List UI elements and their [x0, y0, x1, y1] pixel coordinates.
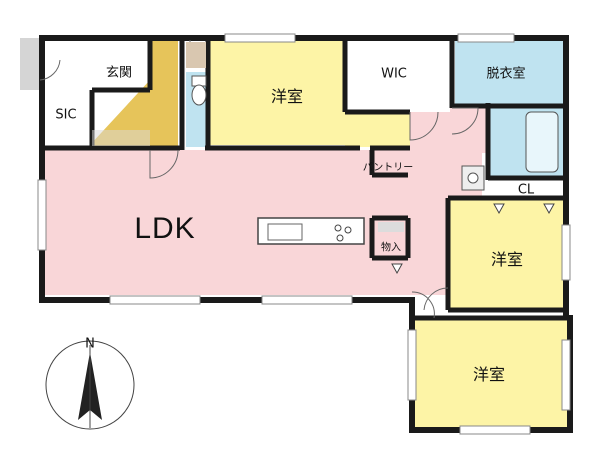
- storage-door-mark: [391, 263, 403, 275]
- compass-circle: [45, 340, 135, 430]
- stove-burner: [344, 226, 352, 234]
- pantry-label: パントリー: [362, 162, 414, 174]
- fridge-space: [378, 222, 404, 232]
- stove-burner: [334, 224, 342, 232]
- inner-walls: [42, 38, 570, 321]
- entrance-label: 玄関: [105, 65, 133, 81]
- hall-storage: [186, 42, 206, 68]
- bathtub: [525, 111, 559, 173]
- windows: [37, 33, 571, 435]
- wic-label: WIC: [381, 66, 407, 82]
- kitchen-sink: [267, 223, 303, 241]
- western-room-bottom-fill: [412, 318, 567, 428]
- western-room-right-fill: [450, 200, 565, 310]
- compass: [45, 340, 135, 430]
- shoe-storage: [92, 130, 150, 146]
- western-room-top-fill: [208, 40, 348, 145]
- storage-label: 物入: [381, 242, 401, 254]
- western-room-top-fill-ext: [345, 112, 410, 147]
- stove-burner: [336, 234, 344, 242]
- dressing-room-label: 脱衣室: [486, 66, 526, 82]
- closet-door-mark: [543, 203, 555, 215]
- wic-fill: [345, 40, 450, 112]
- closet-label: CL: [517, 182, 535, 198]
- dressing-room-fill: [455, 40, 563, 105]
- western-room-top-label: 洋室: [270, 87, 304, 106]
- washbasin-sink: [467, 172, 479, 184]
- sic-label: SIC: [55, 107, 77, 123]
- sic-fill: [42, 90, 92, 145]
- entrance-fill: [90, 40, 178, 148]
- toilet-bowl: [191, 84, 207, 106]
- ldk-label: LDK: [134, 212, 196, 245]
- ldk-fill-kitchen: [408, 108, 488, 153]
- closet-door-mark: [493, 203, 505, 215]
- western-room-right-label: 洋室: [490, 250, 524, 269]
- compass-north-label: N: [85, 336, 95, 352]
- western-room-bottom-label: 洋室: [472, 365, 506, 384]
